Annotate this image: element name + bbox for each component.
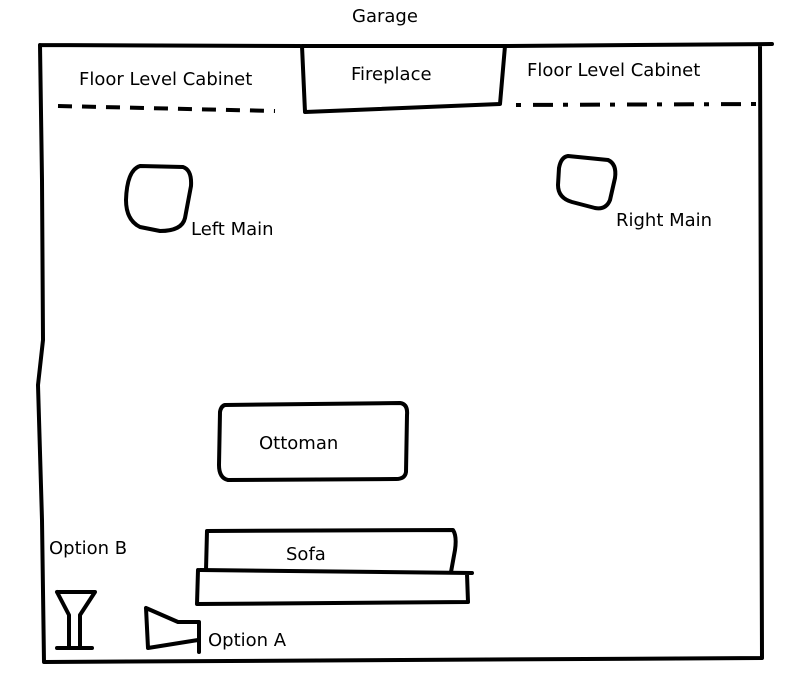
room-walls xyxy=(36,42,774,664)
garage-label: Garage xyxy=(352,6,418,27)
left-main-label: Left Main xyxy=(191,219,274,240)
right-main-label: Right Main xyxy=(616,210,713,231)
fireplace-outline xyxy=(300,44,507,114)
option-b-label: Option B xyxy=(49,538,128,559)
ottoman-label: Ottoman xyxy=(259,433,339,454)
left-main-speaker xyxy=(124,164,194,233)
sofa-label: Sofa xyxy=(286,544,326,565)
sofa-seat xyxy=(195,568,474,606)
sofa-back xyxy=(204,528,458,574)
cabinet-left-label: Floor Level Cabinet xyxy=(79,69,253,90)
ottoman-outline xyxy=(217,401,410,482)
option-a-label: Option A xyxy=(208,630,287,651)
right-main-speaker xyxy=(556,154,618,211)
option-a-speaker xyxy=(144,606,201,654)
cabinet-left-line xyxy=(57,104,276,113)
cabinet-right-line xyxy=(515,102,761,107)
option-b-speaker xyxy=(55,590,97,650)
cabinet-right-label: Floor Level Cabinet xyxy=(527,60,701,81)
fireplace-label: Fireplace xyxy=(351,64,432,85)
